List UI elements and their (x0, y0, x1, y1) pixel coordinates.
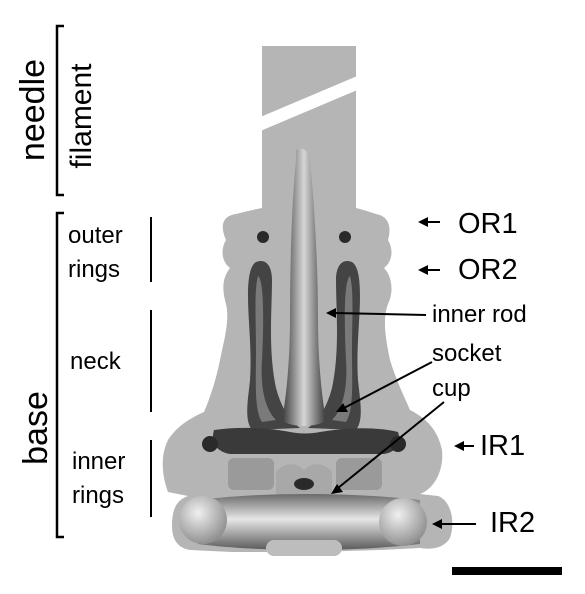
or1-right-hole (339, 231, 351, 243)
bottom-stub (266, 540, 342, 556)
ir2-right-end (379, 498, 427, 546)
inner-rod (282, 148, 326, 426)
base-label: base (17, 391, 55, 465)
outer-rings-label-1: outer (68, 222, 123, 249)
socket-label: socket (432, 340, 502, 367)
ir2-cylinder (198, 494, 420, 550)
filament-label: filament (65, 63, 98, 169)
scale-bar (452, 567, 562, 575)
base-bracket (55, 211, 64, 539)
inner-rod-label: inner rod (432, 301, 527, 328)
needle-label: needle (14, 58, 52, 162)
ir2-left-end (179, 496, 227, 544)
neck-label: neck (70, 348, 121, 375)
ir1-label: IR1 (480, 430, 526, 462)
or2-label: OR2 (458, 254, 518, 286)
ir2-label: IR2 (490, 507, 536, 539)
socket-cavity (212, 427, 400, 454)
outer-rings-label-2: rings (68, 256, 121, 283)
ir1-right-hole (390, 436, 406, 452)
ir1-left-hole (202, 436, 218, 452)
needle-bracket (55, 24, 64, 197)
cup-region (228, 458, 382, 494)
filament-break-mark (258, 74, 362, 132)
cup-label: cup (432, 375, 471, 402)
or1-left-hole (257, 231, 269, 243)
callout-arrows (326, 217, 476, 529)
inner-rings-label-2: rings (72, 482, 125, 509)
inner-rings-label-1: inner (72, 448, 126, 475)
or1-label: OR1 (458, 208, 518, 240)
